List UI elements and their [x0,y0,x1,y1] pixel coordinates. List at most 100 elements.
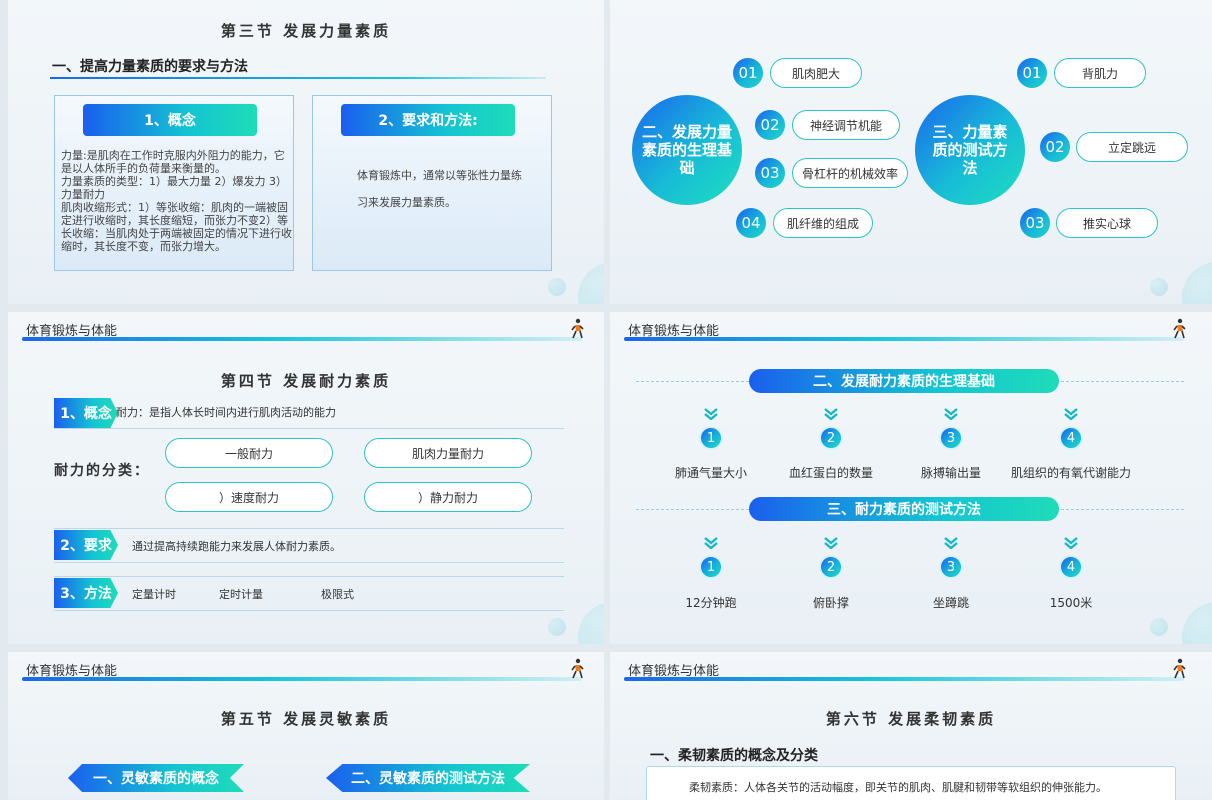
tag-agility-concept: 一、灵敏素质的概念 [68,764,244,792]
slide-strength-basis: 二、发展力量素质的生理基础 三、力量素质的测试方法 01 肌肉肥大 02 神经调… [610,0,1212,304]
item-back-strength: 背肌力 [1054,58,1146,88]
num-circle: 03 [755,158,785,188]
chevron-down-icon [824,408,838,420]
circle-test-methods: 三、力量素质的测试方法 [915,95,1025,205]
divider [54,610,564,611]
num-circle: 02 [755,110,785,140]
method-2: 定时计量 [219,588,263,601]
slide-endurance-basis: 体育锻炼与体能 二、发展耐力素质的生理基础 1 肺通气量大小 2 血红蛋白的数量… [610,312,1212,644]
slide-header: 体育锻炼与体能 [26,324,118,339]
slide-strength-requirements: 第三节 发展力量素质 一、提高力量素质的要求与方法 1、概念 力量:是肌肉在工作… [8,0,604,304]
decor-bubble [548,618,566,636]
item-muscle-hypertrophy: 肌肉肥大 [770,58,862,88]
decor-bubble [548,278,566,296]
slide-header: 体育锻炼与体能 [628,664,720,679]
runner-icon [1173,318,1186,339]
chevron-down-icon [704,408,718,420]
section-title: 第四节 发展耐力素质 [220,372,392,390]
chevron-down-icon [1064,537,1078,549]
num-circle: 2 [819,555,843,579]
method-tag: 3、方法 [54,578,118,608]
item-1500m: 1500米 [1049,596,1093,610]
header-line [22,677,582,681]
method-1: 定量计时 [132,588,176,601]
num-circle: 01 [1017,58,1047,88]
concept-text: 耐力：是指人体长时间内进行肌肉活动的能力 [116,406,336,419]
divider [54,562,564,563]
banner-physiology: 二、发展耐力素质的生理基础 [749,369,1059,393]
num-circle: 03 [1020,208,1050,238]
item-squat-jump: 坐蹲跳 [932,596,969,610]
header-line [22,337,582,341]
banner-test-methods: 三、耐力素质的测试方法 [749,497,1059,521]
tag-agility-test: 二、灵敏素质的测试方法 [326,764,530,792]
concept-text: 力量:是肌肉在工作时克服内外阻力的能力，它是以人体所手的负荷量来衡量的。 力量素… [61,149,293,253]
item-standing-long-jump: 立定跳远 [1076,132,1188,162]
method-text: 体育锻炼中，通常以等张性力量练习来发展力量素质。 [357,169,522,209]
num-circle: 4 [1059,555,1083,579]
num-circle: 3 [939,426,963,450]
decor-circle [578,602,604,644]
class-label: 耐力的分类： [54,463,150,479]
circle-physiology-basis: 二、发展力量素质的生理基础 [632,95,742,205]
num-circle: 2 [819,426,843,450]
requirement-text: 通过提高持续跑能力来发展人体耐力素质。 [132,540,341,553]
definition-box: 柔韧素质：人体各关节的活动幅度，即关节的肌肉、肌腱和韧带等软组织的伸张能力。 [646,766,1176,800]
concept-tag: 1、概念 [54,398,118,428]
decor-bubble [1150,278,1168,296]
runner-icon [571,318,584,339]
chevron-down-icon [704,537,718,549]
header-line [624,337,1184,341]
slide-flexibility: 体育锻炼与体能 第六节 发展柔韧素质 一、柔韧素质的概念及分类 柔韧素质：人体各… [610,652,1212,800]
num-circle: 04 [736,208,766,238]
divider [54,428,564,429]
subtitle-underline [50,77,546,79]
item-aerobic-capacity: 肌组织的有氧代谢能力 [1010,466,1131,480]
concept-box: 1、概念 力量:是肌肉在工作时克服内外阻力的能力，它是以人体所手的负荷量来衡量的… [54,95,294,271]
num-circle: 02 [1040,132,1070,162]
method-3: 极限式 [321,588,354,601]
num-circle: 1 [699,555,723,579]
chevron-down-icon [944,537,958,549]
slide-header: 体育锻炼与体能 [26,664,118,679]
divider [54,528,564,529]
decor-circle [578,262,604,304]
slide-header: 体育锻炼与体能 [628,324,720,339]
decor-bubble [1150,618,1168,636]
runner-icon [1173,658,1186,679]
pill-static-endurance: ）静力耐力 [364,482,532,512]
item-hemoglobin: 血红蛋白的数量 [788,466,873,480]
num-circle: 4 [1059,426,1083,450]
chevron-down-icon [944,408,958,420]
item-muscle-fiber: 肌纤维的组成 [773,208,873,238]
num-circle: 1 [699,426,723,450]
section-title: 第五节 发展灵敏素质 [220,710,392,728]
section-title: 第三节 发展力量素质 [220,22,392,40]
num-circle: 01 [733,58,763,88]
definition-text: 柔韧素质：人体各关节的活动幅度，即关节的肌肉、肌腱和韧带等软组织的伸张能力。 [689,781,1107,794]
pill-muscle-endurance: 肌肉力量耐力 [364,438,532,468]
decor-circle [1182,602,1212,644]
pill-general-endurance: 一般耐力 [165,438,333,468]
concept-line-2: 力量素质的类型：1）最大力量 2）爆发力 3）力量耐力 [61,175,287,201]
item-lung-ventilation: 肺通气量大小 [674,466,747,480]
concept-line-3: 肌肉收缩形式：1）等张收缩：肌肉的一端被固定进行收缩时，其长度缩短，而张力不变2… [61,201,292,253]
runner-icon [571,658,584,679]
slide-endurance: 体育锻炼与体能 第四节 发展耐力素质 1、概念 耐力：是指人体长时间内进行肌肉活… [8,312,604,644]
concept-header: 1、概念 [83,104,257,136]
section-title: 第六节 发展柔韧素质 [825,710,997,728]
chevron-down-icon [1064,408,1078,420]
method-header: 2、要求和方法: [341,104,515,136]
slide-agility: 体育锻炼与体能 第五节 发展灵敏素质 一、灵敏素质的概念 二、灵敏素质的测试方法 [8,652,604,800]
subtitle: 一、柔韧素质的概念及分类 [650,748,818,764]
item-bone-lever: 骨杠杆的机械效率 [792,158,908,188]
pill-speed-endurance: ）速度耐力 [165,482,333,512]
item-pulse-output: 脉搏输出量 [920,466,981,480]
decor-circle [1182,262,1212,304]
item-pushup: 俯卧撑 [812,596,849,610]
subtitle: 一、提高力量素质的要求与方法 [52,59,248,75]
header-line [624,677,1184,681]
requirement-tag: 2、要求 [54,530,118,560]
concept-line-1: 力量:是肌肉在工作时克服内外阻力的能力，它是以人体所手的负荷量来衡量的。 [61,149,285,175]
num-circle: 3 [939,555,963,579]
